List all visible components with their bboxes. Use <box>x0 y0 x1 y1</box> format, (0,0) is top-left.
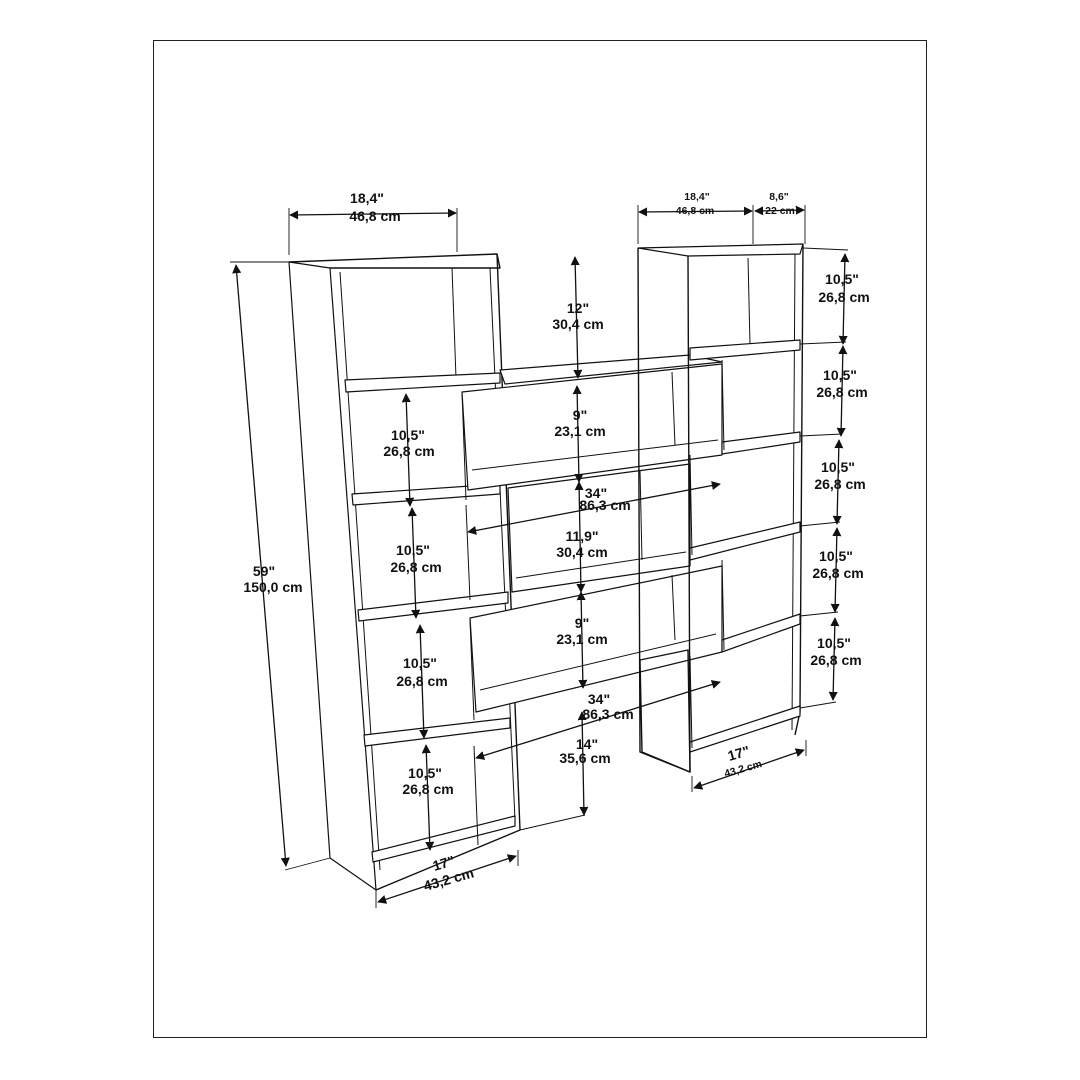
label-right-shelf-3-cm: 26,8 cm <box>814 476 865 492</box>
label-overall-height-in: 59" <box>253 563 275 579</box>
label-right-shelf-2-in: 10,5" <box>823 367 857 383</box>
bookcase-illustration <box>288 243 804 891</box>
label-top-right-depth-cm: 22 cm <box>765 205 795 217</box>
arrow-top-left-width <box>289 208 457 220</box>
middle-box-2-inner <box>515 551 687 579</box>
arrow-gap-bottom <box>577 711 589 816</box>
label-bottom-right-width-in: 17" <box>726 742 752 764</box>
label-right-shelf-4-in: 10,5" <box>819 548 853 564</box>
right-shelf-1 <box>689 339 801 361</box>
left-tower-top-edge <box>288 253 501 269</box>
label-top-right-depth-in: 8,6" <box>769 191 789 203</box>
label-top-left-width-in: 18,4" <box>350 190 384 206</box>
label-left-shelf-2-in: 10,5" <box>396 542 430 558</box>
left-tower-cube-wall-4 <box>473 745 479 846</box>
label-mid-width-2-in: 34" <box>588 691 610 707</box>
label-right-shelf-5-in: 10,5" <box>817 635 851 651</box>
right-shelf-2 <box>721 431 801 455</box>
label-gap-top-cm: 30,4 cm <box>552 316 603 332</box>
label-bottom-left-width-in: 17" <box>431 852 457 874</box>
arrow-top-right-width <box>638 206 753 217</box>
arrow-mid-shelf-3 <box>576 591 588 689</box>
label-right-shelf-2-cm: 26,8 cm <box>816 384 867 400</box>
dimension-lines <box>230 205 850 908</box>
arrow-mid-shelf-1 <box>572 385 584 483</box>
middle-box-1-divider <box>671 371 676 446</box>
label-mid-shelf-3-in: 9" <box>575 615 589 631</box>
right-shelf-3 <box>689 521 801 561</box>
left-shelf-3 <box>357 591 509 622</box>
arrow-left-shelf-4 <box>421 744 435 851</box>
right-tower-cube-wall-3 <box>721 559 725 651</box>
right-tower-inner-side <box>791 253 796 731</box>
left-shelf-5 <box>371 815 516 863</box>
label-mid-width-2-cm: 86,3 cm <box>582 706 633 722</box>
arrow-left-shelf-3 <box>415 624 429 739</box>
right-tower-cube-wall-1 <box>721 359 725 451</box>
label-mid-width-1-in: 34" <box>585 485 607 501</box>
middle-box-3-divider <box>671 574 676 641</box>
right-shelf-4 <box>721 613 801 653</box>
left-tower-side-panel <box>288 261 377 891</box>
arrow-right-shelf-4 <box>830 527 842 613</box>
label-gap-top-in: 12" <box>567 300 589 316</box>
label-right-shelf-1-in: 10,5" <box>825 271 859 287</box>
label-left-shelf-3-in: 10,5" <box>403 655 437 671</box>
left-shelf-4 <box>363 717 511 747</box>
label-mid-width-1-cm: 86,3 cm <box>579 497 630 513</box>
arrow-right-shelf-3 <box>832 439 844 525</box>
right-tower-top <box>637 243 804 257</box>
arrow-left-shelf-2 <box>407 507 421 619</box>
arrow-right-shelf-5 <box>828 617 840 701</box>
arrow-mid-width-1 <box>467 481 721 535</box>
right-tower-back-frame <box>794 243 804 736</box>
label-mid-shelf-1-cm: 23,1 cm <box>554 423 605 439</box>
middle-box-1 <box>461 363 723 491</box>
label-mid-shelf-2-cm: 30,4 cm <box>556 544 607 560</box>
dimension-labels: 18,4" 46,8 cm 18,4" 46,8 cm 8,6" 22 cm 5… <box>243 190 869 894</box>
label-gap-bottom-in: 14" <box>576 736 598 752</box>
arrow-bottom-right-width <box>693 748 805 790</box>
arrow-right-shelf-1 <box>838 253 850 345</box>
label-left-shelf-4-cm: 26,8 cm <box>402 781 453 797</box>
label-top-right-width-cm: 46,8 cm <box>676 205 715 217</box>
arrow-right-shelf-2 <box>836 345 848 437</box>
label-mid-shelf-2-in: 11,9" <box>565 528 598 544</box>
label-gap-bottom-cm: 35,6 cm <box>559 750 610 766</box>
arrow-mid-width-2 <box>475 680 721 760</box>
left-shelf-1 <box>344 372 501 393</box>
label-top-right-width-in: 18,4" <box>684 191 709 203</box>
label-mid-shelf-1-in: 9" <box>573 407 587 423</box>
arrow-overall-height <box>232 264 290 867</box>
label-right-shelf-5-cm: 26,8 cm <box>810 652 861 668</box>
left-tower-divider-a <box>451 267 457 379</box>
arrow-gap-top <box>570 256 583 379</box>
label-left-shelf-2-cm: 26,8 cm <box>390 559 441 575</box>
left-tower-inner-side <box>339 271 381 871</box>
left-tower-cube-wall-2 <box>465 504 471 601</box>
label-right-shelf-4-cm: 26,8 cm <box>812 565 863 581</box>
arrow-bottom-left-width <box>377 854 517 904</box>
drawing-frame <box>153 40 927 1038</box>
label-overall-height-cm: 150,0 cm <box>243 579 302 595</box>
label-top-left-width-cm: 46,8 cm <box>349 208 400 224</box>
label-left-shelf-4-in: 10,5" <box>408 765 442 781</box>
label-right-shelf-1-cm: 26,8 cm <box>818 289 869 305</box>
label-left-shelf-1-in: 10,5" <box>391 427 425 443</box>
right-tower-divider <box>747 257 751 346</box>
label-left-shelf-3-cm: 26,8 cm <box>396 673 447 689</box>
label-mid-shelf-3-cm: 23,1 cm <box>556 631 607 647</box>
middle-box-1-inner <box>471 439 719 471</box>
label-right-shelf-3-in: 10,5" <box>821 459 855 475</box>
middle-box-2 <box>507 463 691 593</box>
arrow-left-shelf-1 <box>401 393 415 507</box>
arrow-mid-shelf-2 <box>574 481 586 593</box>
arrow-top-right-depth <box>754 205 805 216</box>
label-left-shelf-1-cm: 26,8 cm <box>383 443 434 459</box>
